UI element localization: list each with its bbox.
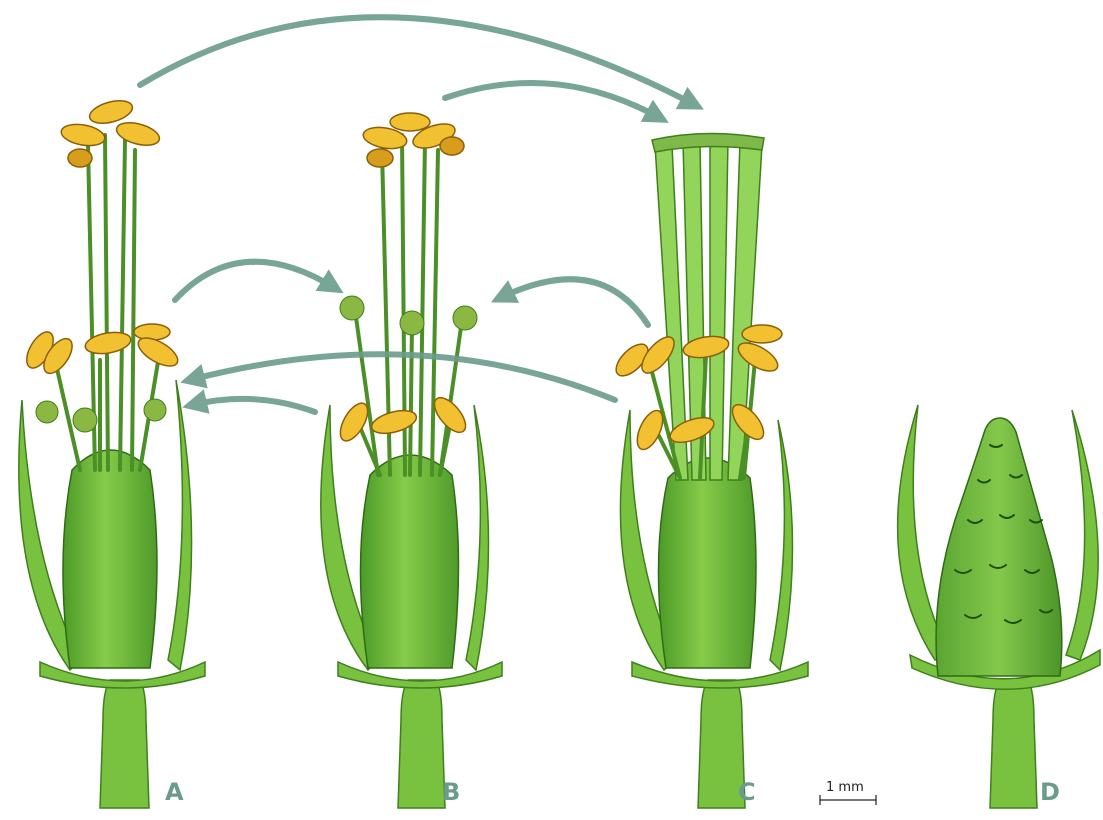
- flower-a-anther: [68, 149, 92, 167]
- flower-b-stalk: [398, 680, 445, 808]
- flower-b-ovary: [360, 455, 458, 668]
- flower-a-sepal-right: [168, 380, 192, 670]
- arrow-c-to-b-stigma: [500, 279, 648, 325]
- flower-b-stigma: [340, 296, 364, 320]
- flower-b-anther: [390, 113, 430, 131]
- flower-b-anther: [367, 149, 393, 167]
- arrow-b-to-c-top: [445, 83, 660, 118]
- flower-c-ovary: [658, 458, 756, 668]
- flower-a-ovary: [63, 450, 157, 668]
- flower-a-stigma: [73, 408, 97, 432]
- flower-b-anther: [440, 137, 464, 155]
- flower-d-sepal-right: [1066, 410, 1098, 660]
- flower-c-anther: [742, 325, 782, 343]
- label-a: A: [165, 778, 184, 806]
- flower-b: [321, 113, 502, 808]
- flower-a-anther: [60, 121, 107, 148]
- flower-a-anther: [134, 324, 170, 340]
- arrow-b-to-a: [192, 399, 315, 412]
- flower-b-stigma: [453, 306, 477, 330]
- flower-d-cone: [936, 418, 1062, 676]
- flower-b-stigma: [400, 311, 424, 335]
- flower-a-stigma: [36, 401, 58, 423]
- flower-c: [611, 133, 808, 808]
- label-b: B: [442, 778, 460, 806]
- flower-a-stigma: [144, 399, 166, 421]
- flower-a: [19, 97, 205, 808]
- arrow-a-to-b-stigma: [175, 262, 335, 300]
- flower-d-stalk: [990, 680, 1037, 808]
- flower-a-anther: [114, 119, 162, 150]
- scale-bar: [820, 795, 876, 805]
- scale-bar-label: 1 mm: [826, 780, 864, 795]
- flower-a-stalk: [100, 680, 149, 808]
- flower-d: [898, 405, 1100, 808]
- flower-b-sepal-right: [466, 405, 489, 670]
- transfer-arrows: [140, 17, 695, 412]
- flower-c-sepal-right: [770, 420, 793, 670]
- arrow-a-to-c-top: [140, 17, 695, 105]
- label-c: C: [738, 778, 756, 806]
- label-d: D: [1040, 778, 1060, 806]
